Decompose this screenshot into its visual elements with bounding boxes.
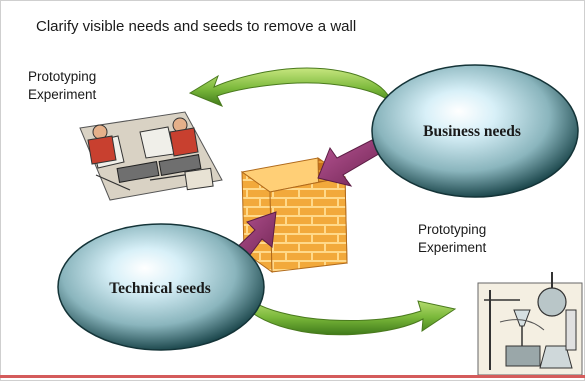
prototyping-label-left: Prototyping Experiment <box>28 68 96 104</box>
prototyping-label-right: Prototyping Experiment <box>418 221 486 257</box>
technical-seeds-node: Technical seeds <box>57 223 265 351</box>
green-arrow-bottom <box>239 295 457 336</box>
business-needs-label: Business needs <box>423 123 521 140</box>
prototyping-left-line1: Prototyping <box>28 69 97 84</box>
prototyping-right-line1: Prototyping <box>418 222 487 237</box>
green-arrow-top <box>188 67 389 107</box>
bottom-accent-line <box>0 375 585 378</box>
lab-equipment-icon <box>477 272 583 376</box>
prototyping-right-line2: Experiment <box>418 240 487 255</box>
people-at-computers-icon <box>79 111 223 201</box>
purple-arrow-business <box>317 139 383 187</box>
slide-title: Clarify visible needs and seeds to remov… <box>36 18 357 35</box>
business-needs-node: Business needs <box>371 64 579 198</box>
technical-seeds-label: Technical seeds <box>109 280 210 297</box>
prototyping-left-line2: Experiment <box>28 87 97 102</box>
